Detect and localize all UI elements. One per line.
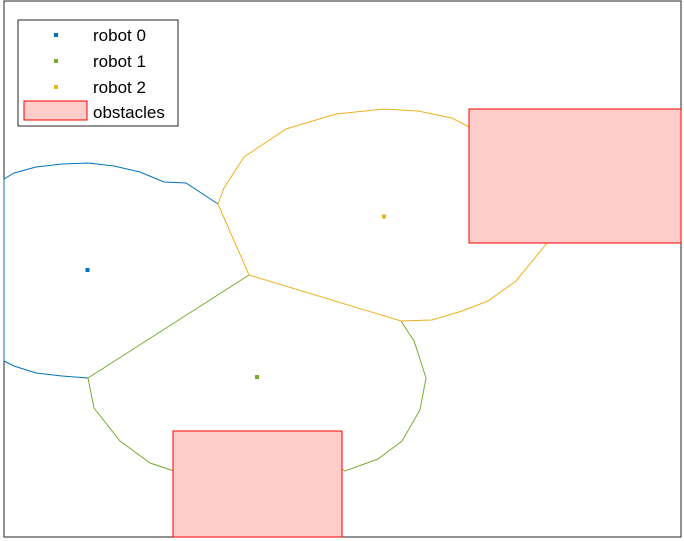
legend-label-obstacles: obstacles [93, 103, 165, 122]
robot-2-region [217, 108, 470, 205]
obstacle-upper-right [468, 108, 682, 244]
legend-marker-robot-1 [54, 59, 58, 63]
legend: robot 0 robot 1 robot 2 obstacles [17, 19, 179, 127]
robot-2-region-left [217, 203, 548, 322]
robot-1-region-lower [87, 377, 175, 472]
robot-1-region-right [341, 320, 427, 472]
robot-0-position [85, 268, 90, 272]
obstacle-bottom [172, 430, 343, 538]
robot-1-position [255, 375, 259, 379]
robot-0-region [3, 162, 219, 205]
robot-1-region [87, 274, 250, 379]
legend-patch-obstacles [23, 100, 88, 121]
legend-label-robot-2: robot 2 [93, 78, 146, 97]
legend-marker-robot-2 [54, 85, 58, 89]
robot-2-position [382, 214, 386, 219]
legend-marker-robot-0 [54, 33, 58, 37]
legend-label-robot-1: robot 1 [93, 52, 146, 71]
legend-label-robot-0: robot 0 [93, 26, 146, 45]
robot-0-region-lower [3, 360, 89, 379]
